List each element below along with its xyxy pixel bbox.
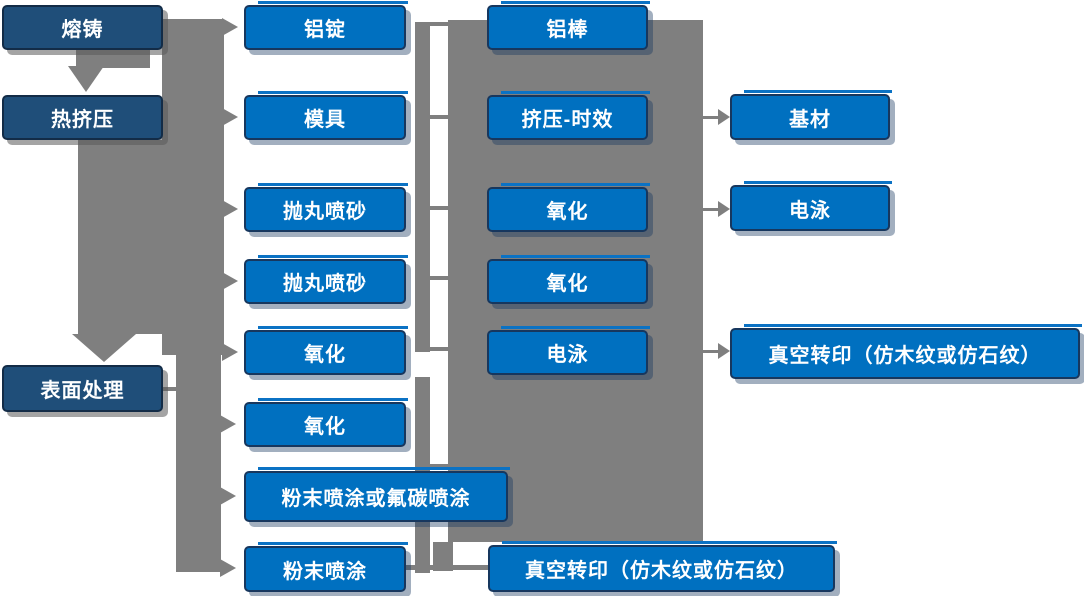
connector-stub-row5 [430,347,448,351]
node-fenmopentu: 粉末喷涂 [244,542,408,592]
node-yanghua-3: 氧化 [487,183,650,232]
connector-trunk-upper [162,19,224,355]
node-zhenkongzhuanyin-1: 真空转印（仿木纹或仿石纹） [488,541,837,592]
node-dianyong-1: 电泳 [487,326,650,375]
connector-stub-row4 [430,276,448,280]
arrowhead-to-powder-fluorocarbon [220,487,236,505]
connector-block-bottom-drop [433,542,453,571]
connector-line-to-vacuumtransfer [703,350,719,353]
connector-trunk-lower [176,330,221,572]
arrowhead-to-oxidation-1 [222,343,238,361]
node-lubang: 铝棒 [487,1,650,50]
node-paowanpensha-2: 抛丸喷砂 [244,255,408,304]
node-yanghua-2: 氧化 [244,398,408,447]
node-rongzhu: 熔铸 [2,5,163,50]
connector-surfacetreatment-stub [163,387,176,391]
connector-collector-band-upper [415,22,430,352]
node-jiya-shixiao: 挤压-时效 [487,91,650,140]
node-yanghua-1: 氧化 [244,326,408,375]
connector-line-to-basematerial [703,116,719,119]
arrowhead-to-powder [220,559,236,577]
node-dianyong-2: 电泳 [730,181,892,231]
connector-stub-row3 [430,206,448,210]
node-zhenkongzhuanyin-2: 真空转印（仿木纹或仿石纹） [730,324,1082,379]
node-fenmo-futan-pentu: 粉末喷涂或氟碳喷涂 [244,467,510,522]
arrowhead-to-basematerial [718,109,730,125]
node-biaomianchuli: 表面处理 [2,365,163,412]
arrowhead-to-aluminum-ingot [222,18,238,36]
arrowhead-to-shotblast-1 [222,200,238,218]
arrowhead-to-vacuumtransfer [718,343,730,359]
connector-stub-row2 [430,115,448,119]
node-yanghua-4: 氧化 [487,255,650,304]
node-jicai: 基材 [730,90,892,140]
connector-line-to-electrophoresis [703,208,719,211]
connector-melt-down-shaft [76,45,150,68]
connector-stub-row1 [417,22,448,26]
node-moju: 模具 [244,91,408,140]
connector-powder-to-vacuumtransfer [406,565,488,570]
arrowhead-to-shotblast-2 [222,272,238,290]
node-paowanpensha-1: 抛丸喷砂 [244,183,408,232]
arrowhead-melt-to-hotextrusion [68,66,104,92]
connector-hotextrusion-down-mass [78,140,162,334]
node-rejiya: 热挤压 [2,95,163,140]
arrowhead-to-electrophoresis [718,201,730,217]
arrowhead-to-oxidation-2 [220,415,236,433]
arrowhead-to-surfacetreatment [72,334,136,362]
node-luding: 铝锭 [244,1,408,50]
arrowhead-to-mold [222,108,238,126]
